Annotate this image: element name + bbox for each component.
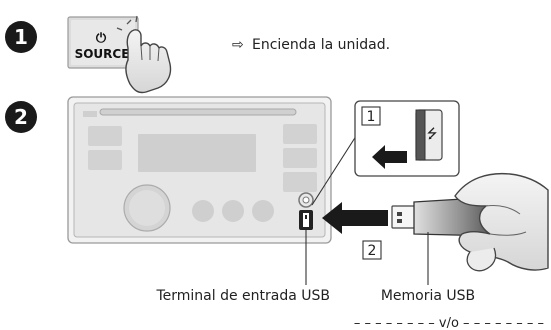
car-stereo-unit xyxy=(67,96,332,244)
pointing-hand-icon xyxy=(116,15,172,94)
step-2-number: 2 xyxy=(14,105,28,129)
step-1-number: 1 xyxy=(14,25,28,49)
step-1: 1 ⏻ SOURCE ⇨ Encienda la unidad. xyxy=(5,15,390,94)
round-button-3 xyxy=(252,200,274,222)
callout-2-box xyxy=(362,240,382,260)
label-usb-input-terminal: Terminal de entrada USB xyxy=(155,288,330,304)
power-icon: ⏻ xyxy=(96,31,107,46)
right-button-1 xyxy=(283,124,317,144)
right-button-3 xyxy=(283,172,317,192)
inset-box: 1 ⭍ xyxy=(354,100,460,177)
label-usb-memory: Memoria USB xyxy=(381,288,475,304)
and-or-separator: – – – – – – – – v/o – – – – – – – – xyxy=(354,316,544,330)
callout-leader xyxy=(311,132,359,206)
step-1-arrow: ⇨ xyxy=(232,37,244,53)
insert-arrow-small-icon xyxy=(372,145,407,169)
insert-arrow-icon xyxy=(322,202,388,234)
step-1-badge: 1 xyxy=(5,21,37,53)
cd-slot xyxy=(99,108,297,116)
source-button-label: SOURCE xyxy=(75,47,130,61)
round-button-1 xyxy=(192,200,214,222)
eject-button xyxy=(83,111,97,117)
step-2-badge: 2 xyxy=(5,101,37,133)
callout-2-number: 2 xyxy=(368,243,377,259)
display-panel xyxy=(138,134,256,172)
right-button-2 xyxy=(283,148,317,168)
round-button-2 xyxy=(222,200,244,222)
holding-hand-icon xyxy=(454,172,549,272)
step-2: 2 xyxy=(5,96,549,330)
left-button-2 xyxy=(88,150,122,170)
step-1-instruction: Encienda la unidad. xyxy=(252,37,390,53)
left-button-1 xyxy=(88,126,122,146)
callout-1-number: 1 xyxy=(367,109,376,125)
usb-icon: ⭍ xyxy=(427,127,438,142)
